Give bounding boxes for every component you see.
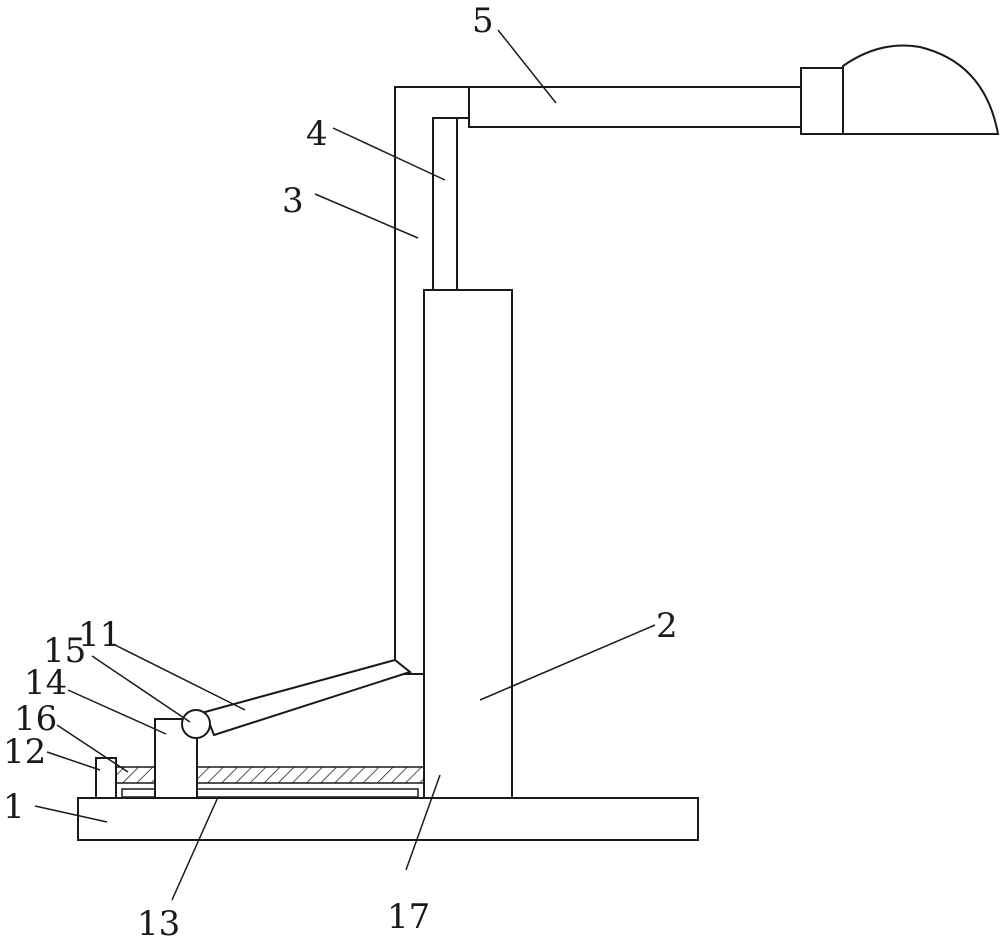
- label-13: 13: [137, 904, 180, 943]
- leader-1: [34, 805, 108, 823]
- label-3: 3: [282, 181, 304, 221]
- label-14: 14: [24, 663, 67, 703]
- lamp-collar: [800, 67, 844, 135]
- telescopic-rod: [432, 117, 458, 291]
- base-plate: [77, 797, 699, 841]
- label-4: 4: [306, 114, 328, 154]
- label-17: 17: [387, 897, 430, 937]
- leader-4: [332, 127, 446, 181]
- lamp-head: [842, 44, 1000, 135]
- label-2: 2: [656, 606, 678, 646]
- leader-5: [497, 29, 557, 104]
- pivot-hinge: [181, 709, 211, 739]
- leader-3: [314, 193, 419, 239]
- label-1: 1: [3, 787, 25, 827]
- horizontal-arm: [468, 86, 802, 128]
- label-5: 5: [472, 1, 494, 41]
- label-16: 16: [14, 699, 57, 739]
- leader-14: [67, 689, 167, 735]
- label-15: 15: [43, 631, 86, 671]
- connecting-link: [203, 658, 413, 737]
- label-12: 12: [3, 732, 46, 772]
- leader-13: [171, 796, 219, 901]
- guide-rail: [121, 788, 419, 798]
- main-column: [423, 289, 513, 799]
- leader-17: [405, 774, 441, 871]
- end-block: [95, 757, 117, 799]
- leader-2: [479, 624, 656, 701]
- leader-12: [46, 751, 101, 771]
- label-11: 11: [78, 615, 121, 655]
- leader-11: [112, 643, 246, 711]
- leader-15: [91, 655, 191, 723]
- leader-16: [56, 724, 129, 773]
